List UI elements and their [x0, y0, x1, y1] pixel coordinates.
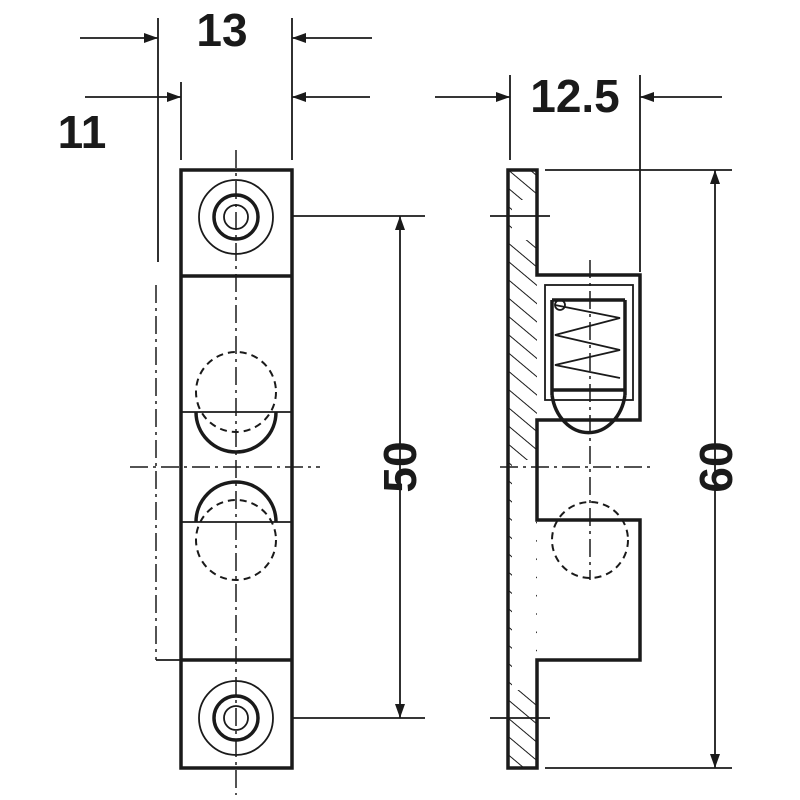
side-view — [500, 168, 650, 770]
spring-housing — [544, 284, 634, 435]
dim-offset-11: 11 — [58, 106, 107, 158]
dim-width-13: 13 — [196, 4, 247, 56]
dimension-labels: 13 11 12.5 50 60 — [58, 4, 742, 493]
front-view — [130, 150, 320, 795]
dim-height-60: 60 — [690, 441, 742, 492]
dim-hole-spacing-50: 50 — [374, 441, 426, 492]
dimension-lines — [80, 18, 732, 769]
dim-depth-12-5: 12.5 — [530, 70, 620, 122]
